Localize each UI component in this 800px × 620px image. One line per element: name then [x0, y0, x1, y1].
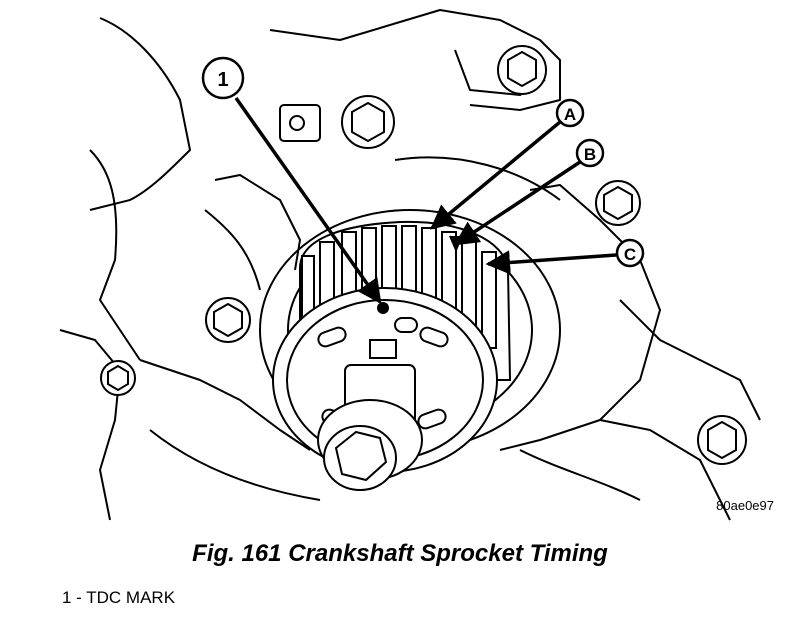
legend-item-1: 1 - TDC MARK	[62, 588, 176, 607]
leader-1	[234, 96, 382, 305]
callout-leaders	[234, 96, 617, 305]
bolt-right	[595, 180, 641, 226]
callout-b-label: B	[584, 145, 596, 164]
crankshaft-sprocket-illustration: 1 A B C	[59, 9, 761, 521]
callout-b: B	[575, 138, 605, 168]
figure-reference-code: 80ae0e97	[716, 498, 774, 513]
bolt-bottom-right	[697, 415, 747, 465]
leader-c	[485, 250, 617, 275]
bolt-upper-center	[341, 95, 395, 149]
figure-caption: Fig. 161 Crankshaft Sprocket Timing	[192, 540, 608, 567]
callout-c-label: C	[624, 245, 636, 264]
callout-a-label: A	[564, 105, 576, 124]
leader-b	[453, 160, 581, 246]
callout-a: A	[555, 98, 585, 128]
callout-1-label: 1	[217, 69, 228, 91]
crankshaft-bolt	[317, 364, 423, 491]
mounting-tab	[279, 104, 321, 142]
bolt-left	[205, 297, 251, 343]
bolt-top-right	[497, 45, 547, 95]
callout-c: C	[615, 238, 645, 268]
callout-1: 1	[201, 56, 245, 100]
leader-a	[430, 120, 562, 230]
bolt-far-left	[100, 360, 136, 396]
engine-block-outline	[59, 9, 761, 521]
